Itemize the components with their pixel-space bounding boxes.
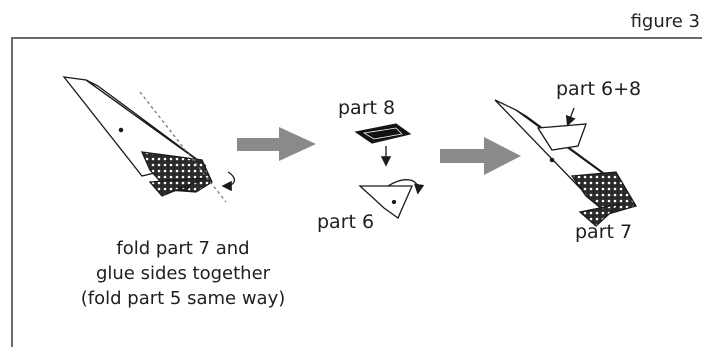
caption-line-2: glue sides together bbox=[95, 263, 271, 284]
part-7-assembled bbox=[494, 99, 637, 227]
label-part-8: part 8 bbox=[338, 97, 396, 119]
label-part-6-8: part 6+8 bbox=[556, 78, 642, 100]
instruction-caption: fold part 7 and glue sides together (fol… bbox=[58, 236, 308, 311]
step-arrow-2 bbox=[440, 137, 521, 175]
label-part-7: part 7 bbox=[575, 221, 633, 243]
figure-label: figure 3 bbox=[630, 11, 700, 32]
caption-line-1: fold part 7 and bbox=[116, 238, 250, 259]
step-arrow-1 bbox=[237, 127, 316, 161]
part-6-piece bbox=[358, 179, 425, 219]
part-7-unfolded bbox=[62, 76, 235, 197]
part-8-piece bbox=[354, 123, 412, 144]
diagram-panel bbox=[11, 37, 702, 347]
part-6-8-attached bbox=[536, 107, 587, 151]
caption-line-3: (fold part 5 same way) bbox=[80, 288, 286, 309]
fold-line bbox=[139, 91, 227, 203]
label-part-6: part 6 bbox=[317, 211, 375, 233]
